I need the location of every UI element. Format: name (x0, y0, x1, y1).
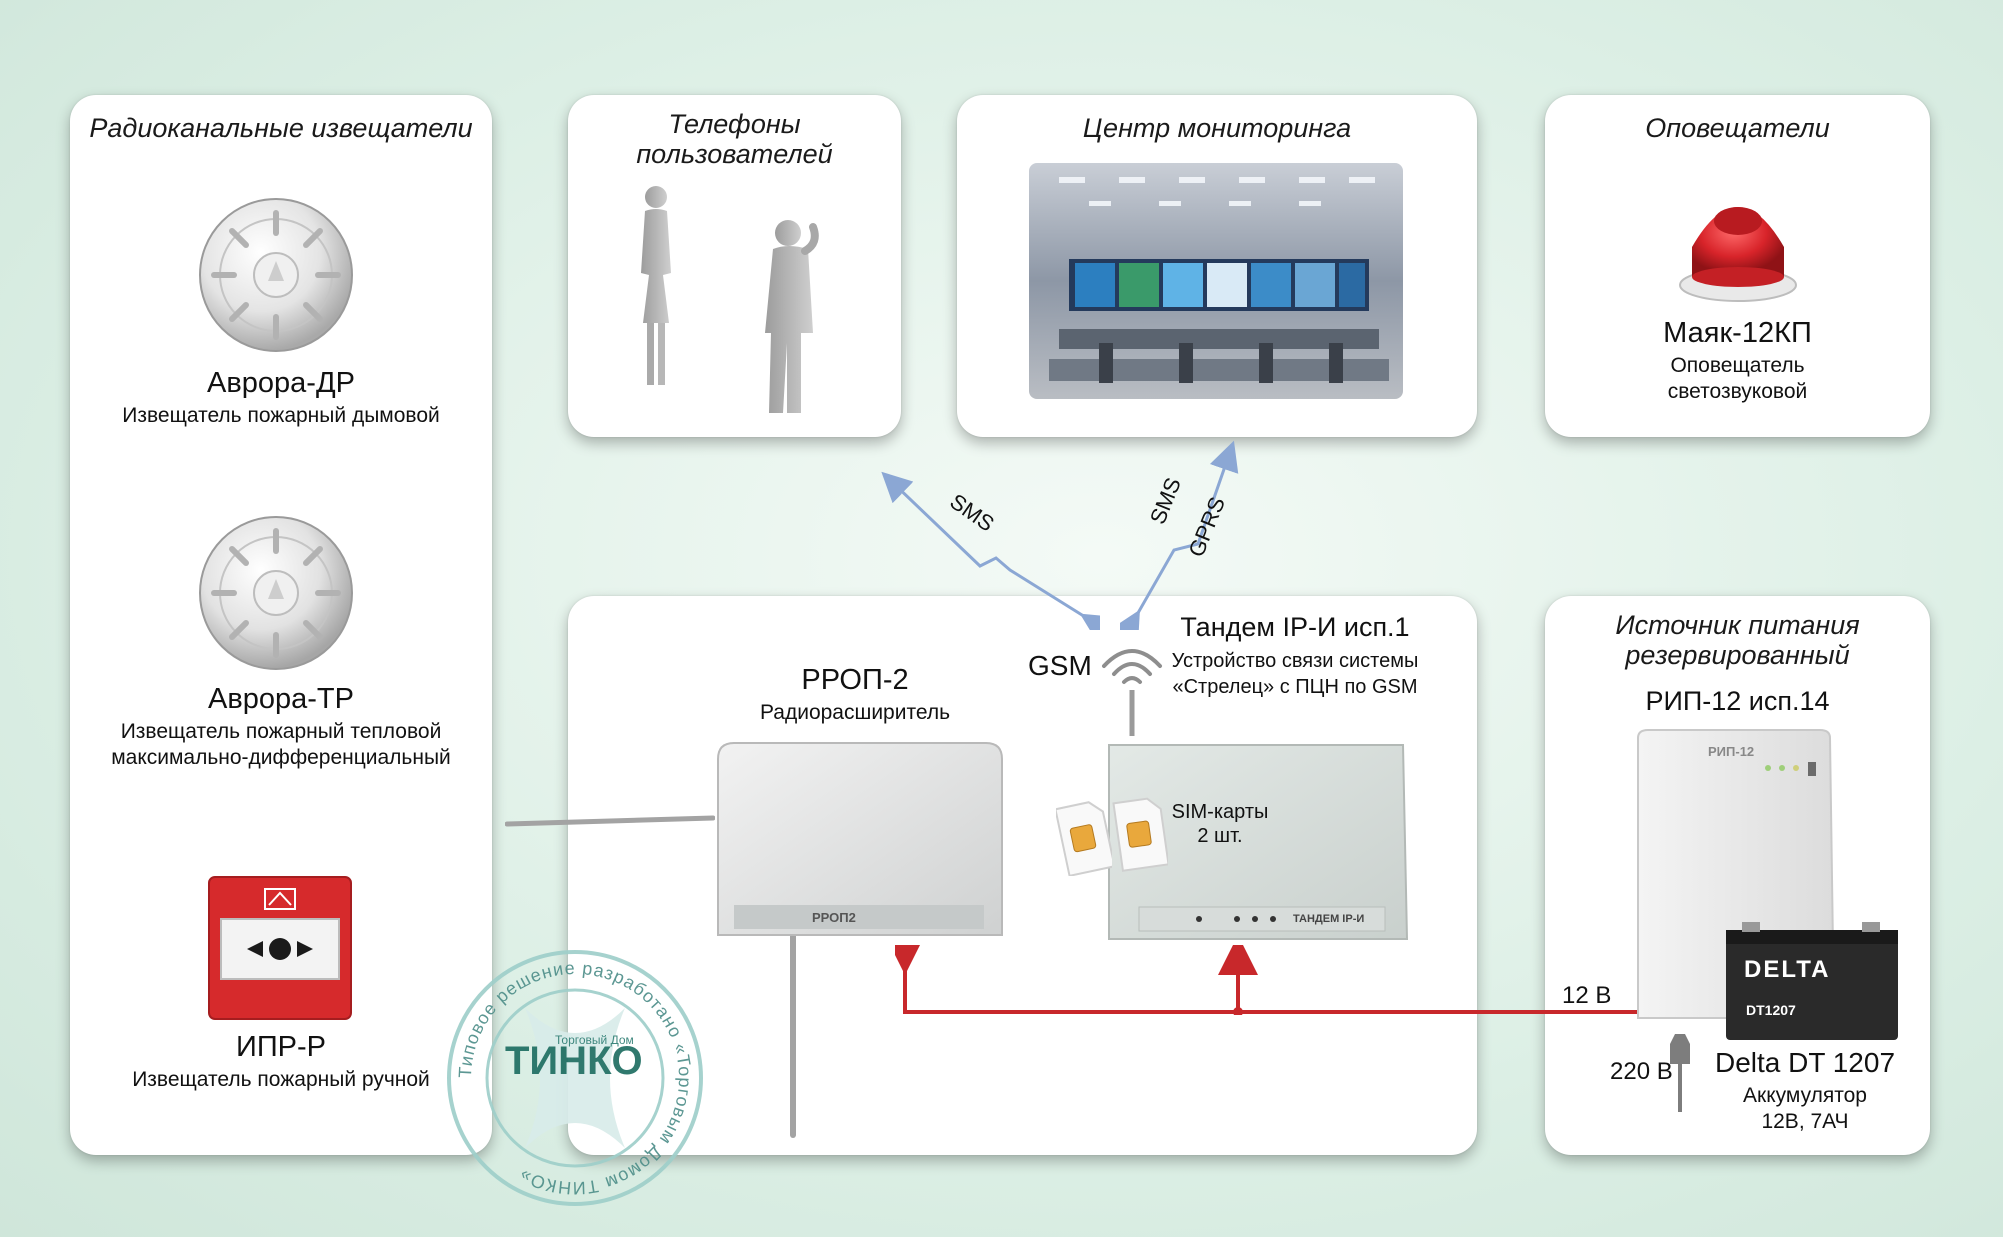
power-panel-title-text: Источник питания резервированный (1615, 610, 1860, 670)
expander-antenna-bottom (783, 930, 803, 1140)
heat-detector-image (196, 513, 356, 673)
phones-panel-title: Телефоны пользователей (568, 109, 901, 169)
sms-link-to-phones (880, 470, 1100, 630)
battery-model: DT1207 (1746, 1002, 1796, 1018)
tandem-desc-text: Устройство связи системы «Стрелец» с ПЦН… (1171, 650, 1419, 698)
heat-detector-desc-text: Извещатель пожарный тепловой максимально… (111, 720, 451, 769)
detectors-panel: Радиоканальные извещатели Аврора-ДР Изве… (70, 95, 492, 1155)
siren-desc: Оповещатель светозвуковой (1545, 353, 1930, 405)
heat-detector-name: Аврора-ТР (208, 683, 354, 715)
battery-name: Delta DT 1207 (1714, 1047, 1896, 1078)
tandem-desc: Устройство связи системы «Стрелец» с ПЦН… (1170, 648, 1420, 700)
expander-desc: Радиорасширитель (759, 701, 951, 724)
battery-desc-text: Аккумулятор 12В, 7АЧ (1743, 1084, 1867, 1133)
12v-label: 12 В (1562, 982, 1612, 1009)
220v-label: 220 В (1610, 1058, 1673, 1085)
manual-call-point-image (207, 875, 353, 1021)
gsm-wifi-icon (1100, 636, 1164, 736)
manual-call-point-desc: Извещатель пожарный ручной (132, 1068, 430, 1091)
tandem-panel-label: ТАНДЕМ IP-И (1293, 913, 1365, 925)
stamp-brand-small: Торговый Дом (555, 1033, 634, 1047)
bus-wire (895, 945, 1655, 1015)
sim-cards-label-text: SIM-карты 2 шт. (1171, 801, 1269, 847)
220v-arrow (1670, 1034, 1690, 1114)
smoke-detector-name: Аврора-ДР (207, 367, 355, 399)
battery-brand: DELTA (1744, 956, 1831, 983)
manual-call-point-name: ИПР-Р (235, 1031, 327, 1063)
monitoring-panel: Центр мониторинга (957, 95, 1477, 437)
tinko-stamp: Типовое решение разработано «Торговым До… (445, 948, 705, 1208)
stamp-brand: ТИНКО (505, 1039, 643, 1083)
phones-panel: Телефоны пользователей (568, 95, 901, 437)
heat-detector-desc: Извещатель пожарный тепловой максимально… (70, 719, 492, 771)
alarms-panel: Оповещатели Маяк-12КП Оповещатель светоз… (1545, 95, 1930, 437)
battery-desc: Аккумулятор 12В, 7АЧ (1720, 1083, 1890, 1135)
sms-gprs-link-to-monitoring (1120, 440, 1240, 630)
expander-antenna-left (505, 806, 715, 836)
battery-image: DELTA DT1207 (1722, 918, 1902, 1042)
phones-panel-title-text: Телефоны пользователей (636, 109, 833, 169)
siren-name: Маяк-12КП (1663, 317, 1812, 349)
control-room-image (1029, 163, 1403, 399)
smoke-detector-image (196, 195, 356, 355)
tandem-device-image: ТАНДЕМ IP-И (1103, 735, 1413, 947)
users-silhouette-image (623, 183, 853, 423)
sim-card-icon-1 (1056, 800, 1112, 876)
power-supply-name: РИП-12 исп.14 (1645, 686, 1830, 716)
expander-device-image: РРОП2 (708, 735, 1008, 945)
monitoring-panel-title: Центр мониторинга (1082, 113, 1352, 143)
sim-card-icon-2 (1112, 796, 1168, 872)
alarms-panel-title: Оповещатели (1645, 113, 1830, 143)
power-supply-unit-label: РИП-12 (1708, 744, 1755, 759)
gsm-label: GSM (1028, 650, 1092, 681)
smoke-detector-desc: Извещатель пожарный дымовой (122, 404, 440, 427)
power-panel-title: Источник питания резервированный (1545, 610, 1930, 670)
expander-panel-label: РРОП2 (812, 910, 856, 925)
detectors-panel-title: Радиоканальные извещатели (89, 113, 473, 143)
siren-desc-text: Оповещатель светозвуковой (1667, 354, 1808, 403)
siren-image (1678, 177, 1798, 307)
expander-name: РРОП-2 (801, 664, 909, 696)
sim-cards-label: SIM-карты 2 шт. (1165, 800, 1275, 848)
